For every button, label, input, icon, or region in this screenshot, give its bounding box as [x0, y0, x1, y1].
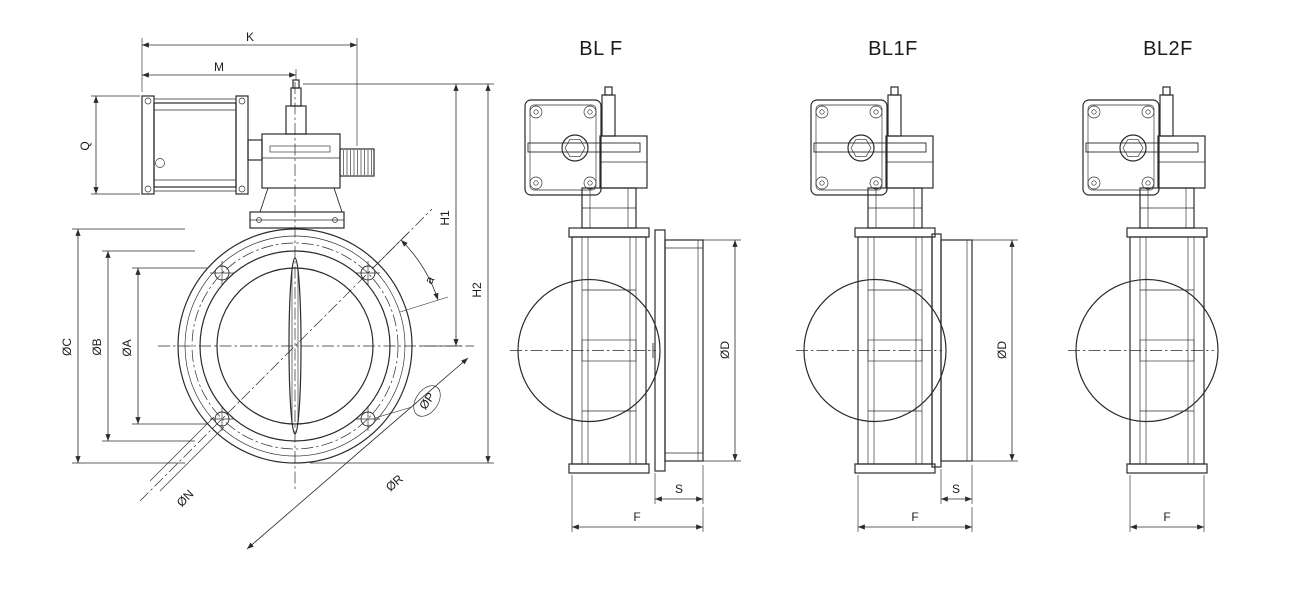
gearbox [261, 133, 341, 189]
threaded-end [339, 148, 375, 177]
dim-label-Q: Q [78, 141, 92, 150]
dim-label-phiN: ØN [174, 487, 197, 510]
bl1f-spool [940, 239, 973, 462]
bl2f-valve-body [1067, 86, 1219, 474]
bl1f-extras: ØD S F [857, 233, 1018, 532]
cylinder-port [155, 158, 165, 168]
dim-label-H1: H1 [438, 210, 452, 226]
dim-label-phiR: ØR [383, 472, 406, 495]
bolt-circle [191, 242, 399, 450]
front-dimensions: K M Q H1 H2 ØC ØB [60, 30, 494, 550]
blf-extras: ØD S F [571, 229, 741, 532]
dim-label-blf-F: F [633, 510, 640, 524]
bolt-hole [210, 407, 234, 431]
dim-label-a: a [422, 273, 438, 286]
bolt-hole [356, 407, 380, 431]
view-title-bl2f: BL2F [1143, 38, 1193, 60]
dim-label-bl2f-F: F [1163, 510, 1170, 524]
front-centerlines [139, 82, 474, 502]
blf-spool [664, 239, 704, 462]
front-view: K M Q H1 H2 ØC ØB [60, 30, 494, 550]
dim-label-blf-phiD: ØD [718, 341, 732, 359]
dim-label-H2: H2 [470, 282, 484, 298]
dim-label-K: K [246, 30, 254, 44]
bolt-hole [210, 261, 234, 285]
view-title-bl1f: BL1F [868, 38, 918, 60]
dim-label-phiB: ØB [90, 338, 104, 355]
dim-label-bl1f-F: F [911, 510, 918, 524]
dim-label-bl1f-S: S [952, 482, 960, 496]
blf-valve-body [509, 86, 661, 474]
dim-label-bl1f-phiD: ØD [995, 341, 1009, 359]
bolt-hole [356, 261, 380, 285]
bl2f-extras: F [1129, 475, 1205, 532]
front-actuator [141, 79, 375, 229]
dim-label-blf-S: S [675, 482, 683, 496]
front-valve-body [177, 228, 413, 464]
stem [290, 87, 302, 107]
view-title-blf: BL F [579, 38, 623, 60]
dim-label-phiC: ØC [60, 338, 74, 356]
dim-label-M: M [214, 60, 224, 74]
dim-label-phiA: ØA [120, 339, 134, 356]
bl1f-valve-body [795, 86, 947, 474]
